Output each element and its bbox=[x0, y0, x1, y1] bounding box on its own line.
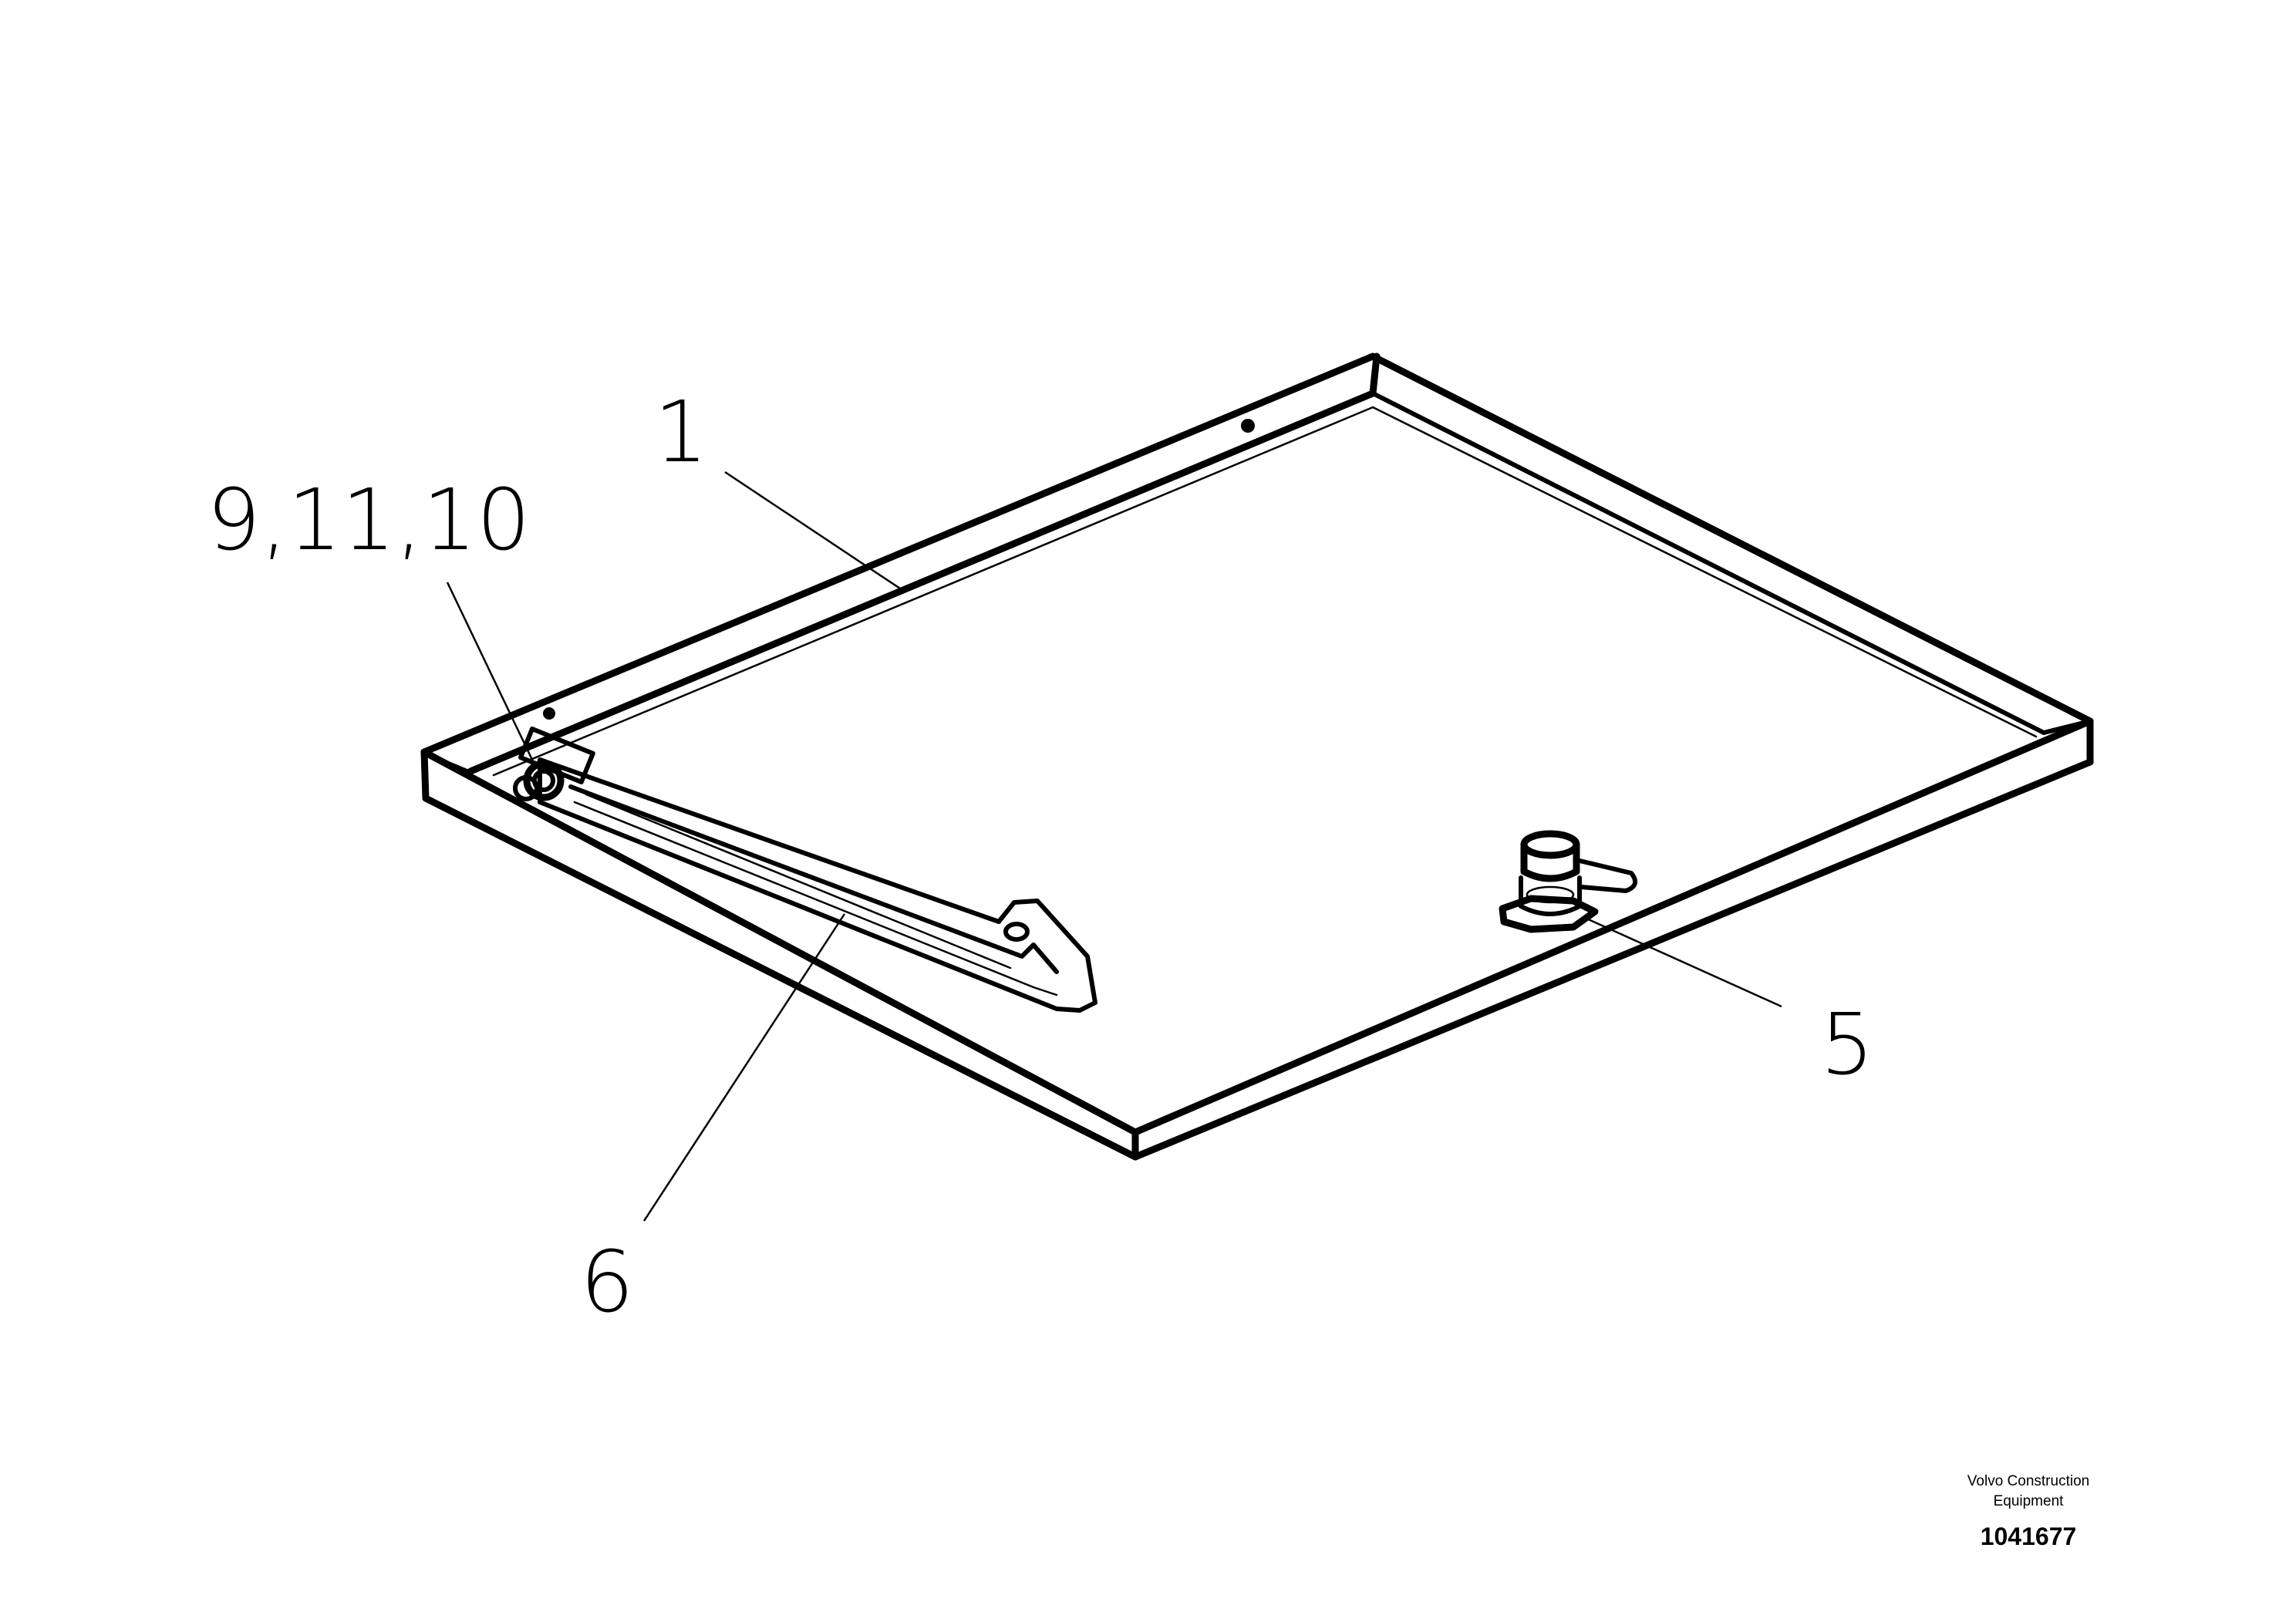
drawing-footer: Volvo Construction Equipment 1041677 bbox=[1928, 1472, 2129, 1551]
panel-hole bbox=[1241, 419, 1255, 433]
callout-9-11-10: 9,11,10 bbox=[207, 470, 531, 569]
panel-tray bbox=[420, 352, 2094, 1161]
hinge-pin-assembly bbox=[513, 707, 595, 801]
leader-6 bbox=[642, 913, 846, 1222]
callout-6: 6 bbox=[580, 1233, 634, 1331]
callout-1: 1 bbox=[654, 383, 708, 481]
leader-lines bbox=[446, 470, 1782, 1222]
company-name-line2: Equipment bbox=[1993, 1493, 2064, 1509]
pin-top-dot bbox=[543, 707, 555, 720]
latch-lock bbox=[1499, 830, 1638, 933]
leader-1 bbox=[724, 470, 903, 592]
leader-5 bbox=[1584, 916, 1782, 1008]
leader-9-11-10 bbox=[446, 582, 534, 760]
drawing-number: 1041677 bbox=[1980, 1523, 2077, 1550]
company-name-line1: Volvo Construction bbox=[1967, 1473, 2090, 1489]
callout-5: 5 bbox=[1820, 995, 1874, 1094]
hinge-stay-arm bbox=[538, 757, 1097, 1013]
